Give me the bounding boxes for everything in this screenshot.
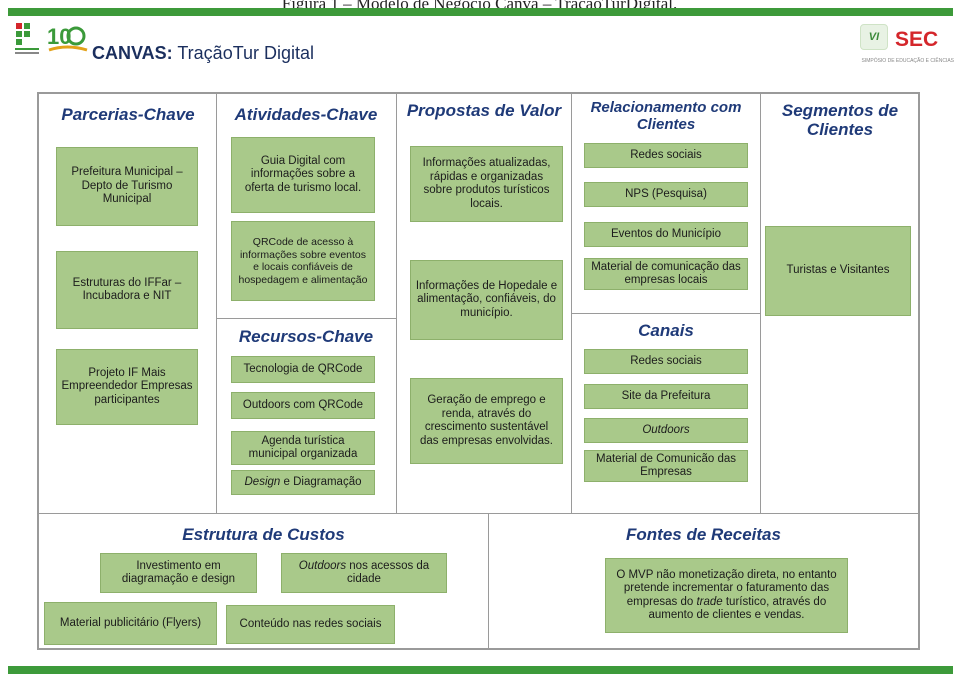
canais-card: Site da Prefeitura bbox=[584, 384, 748, 409]
parcerias-card: Prefeitura Municipal – Depto de Turismo … bbox=[56, 147, 198, 226]
canais-card: Redes sociais bbox=[584, 349, 748, 374]
relacionamento-title: Relacionamento com Clientes bbox=[590, 99, 742, 133]
segmentos-title: Segmentos de Clientes bbox=[781, 101, 899, 139]
receitas-card: O MVP não monetização direta, no entanto… bbox=[605, 558, 848, 633]
atividades-card: QRCode de acesso à informações sobre eve… bbox=[231, 221, 375, 301]
canais-card: Outdoors bbox=[584, 418, 748, 443]
custos-card-outdoors: Outdoors nos acessos da cidade bbox=[281, 553, 447, 593]
canais-block bbox=[571, 313, 761, 514]
sec-logo-text: SEC bbox=[895, 28, 939, 51]
instituto-federal-logo bbox=[15, 23, 39, 54]
fontes-receitas-block bbox=[488, 513, 919, 649]
fontes-receitas-title: Fontes de Receitas bbox=[626, 525, 781, 544]
recursos-card: Tecnologia de QRCode bbox=[231, 356, 375, 383]
propostas-card: Informações de Hopedale e alimentação, c… bbox=[410, 260, 563, 340]
custos-card: Material publicitário (Flyers) bbox=[44, 602, 217, 645]
recursos-card: Outdoors com QRCode bbox=[231, 392, 375, 419]
recursos-chave-title: Recursos-Chave bbox=[238, 327, 374, 346]
propostas-valor-title: Propostas de Valor bbox=[406, 101, 562, 120]
custos-card: Conteúdo nas redes sociais bbox=[226, 605, 395, 644]
estrutura-custos-title: Estrutura de Custos bbox=[182, 525, 345, 544]
recursos-card-design: Design e Diagramação bbox=[231, 470, 375, 495]
sec-subtitle: SIMPÓSIO DE EDUCAÇÃO E CIÊNCIAS bbox=[861, 58, 954, 64]
recursos-card: Agenda turística municipal organizada bbox=[231, 431, 375, 465]
relacionamento-card: Redes sociais bbox=[584, 143, 748, 168]
canais-title: Canais bbox=[638, 321, 694, 340]
sec-badge: VI bbox=[860, 24, 888, 50]
top-green-bar bbox=[8, 8, 953, 16]
atividades-chave-title: Atividades-Chave bbox=[234, 105, 378, 124]
propostas-card: Geração de emprego e renda, através do c… bbox=[410, 378, 563, 464]
parcerias-card: Projeto IF Mais Empreendedor Empresas pa… bbox=[56, 349, 198, 425]
relacionamento-card: NPS (Pesquisa) bbox=[584, 182, 748, 207]
propostas-card: Informações atualizadas, rápidas e organ… bbox=[410, 146, 563, 222]
relacionamento-card: Eventos do Município bbox=[584, 222, 748, 247]
canais-card: Material de Comunicão das Empresas bbox=[584, 450, 748, 482]
parcerias-chave-title: Parcerias-Chave bbox=[61, 105, 195, 124]
canvas-header-title: CANVAS: TraçãoTur Digital bbox=[92, 43, 315, 63]
parcerias-card: Estruturas do IFFar – Incubadora e NIT bbox=[56, 251, 198, 329]
ten-years-logo: 10 bbox=[47, 24, 88, 52]
segmentos-card: Turistas e Visitantes bbox=[765, 226, 911, 316]
business-model-canvas: Parcerias-Chave Prefeitura Municipal – D… bbox=[37, 92, 920, 650]
custos-card: Investimento em diagramação e design bbox=[100, 553, 257, 593]
relacionamento-card: Material de comunicação das empresas loc… bbox=[584, 258, 748, 290]
atividades-card: Guia Digital com informações sobre a ofe… bbox=[231, 137, 375, 213]
bottom-green-bar bbox=[8, 666, 953, 674]
